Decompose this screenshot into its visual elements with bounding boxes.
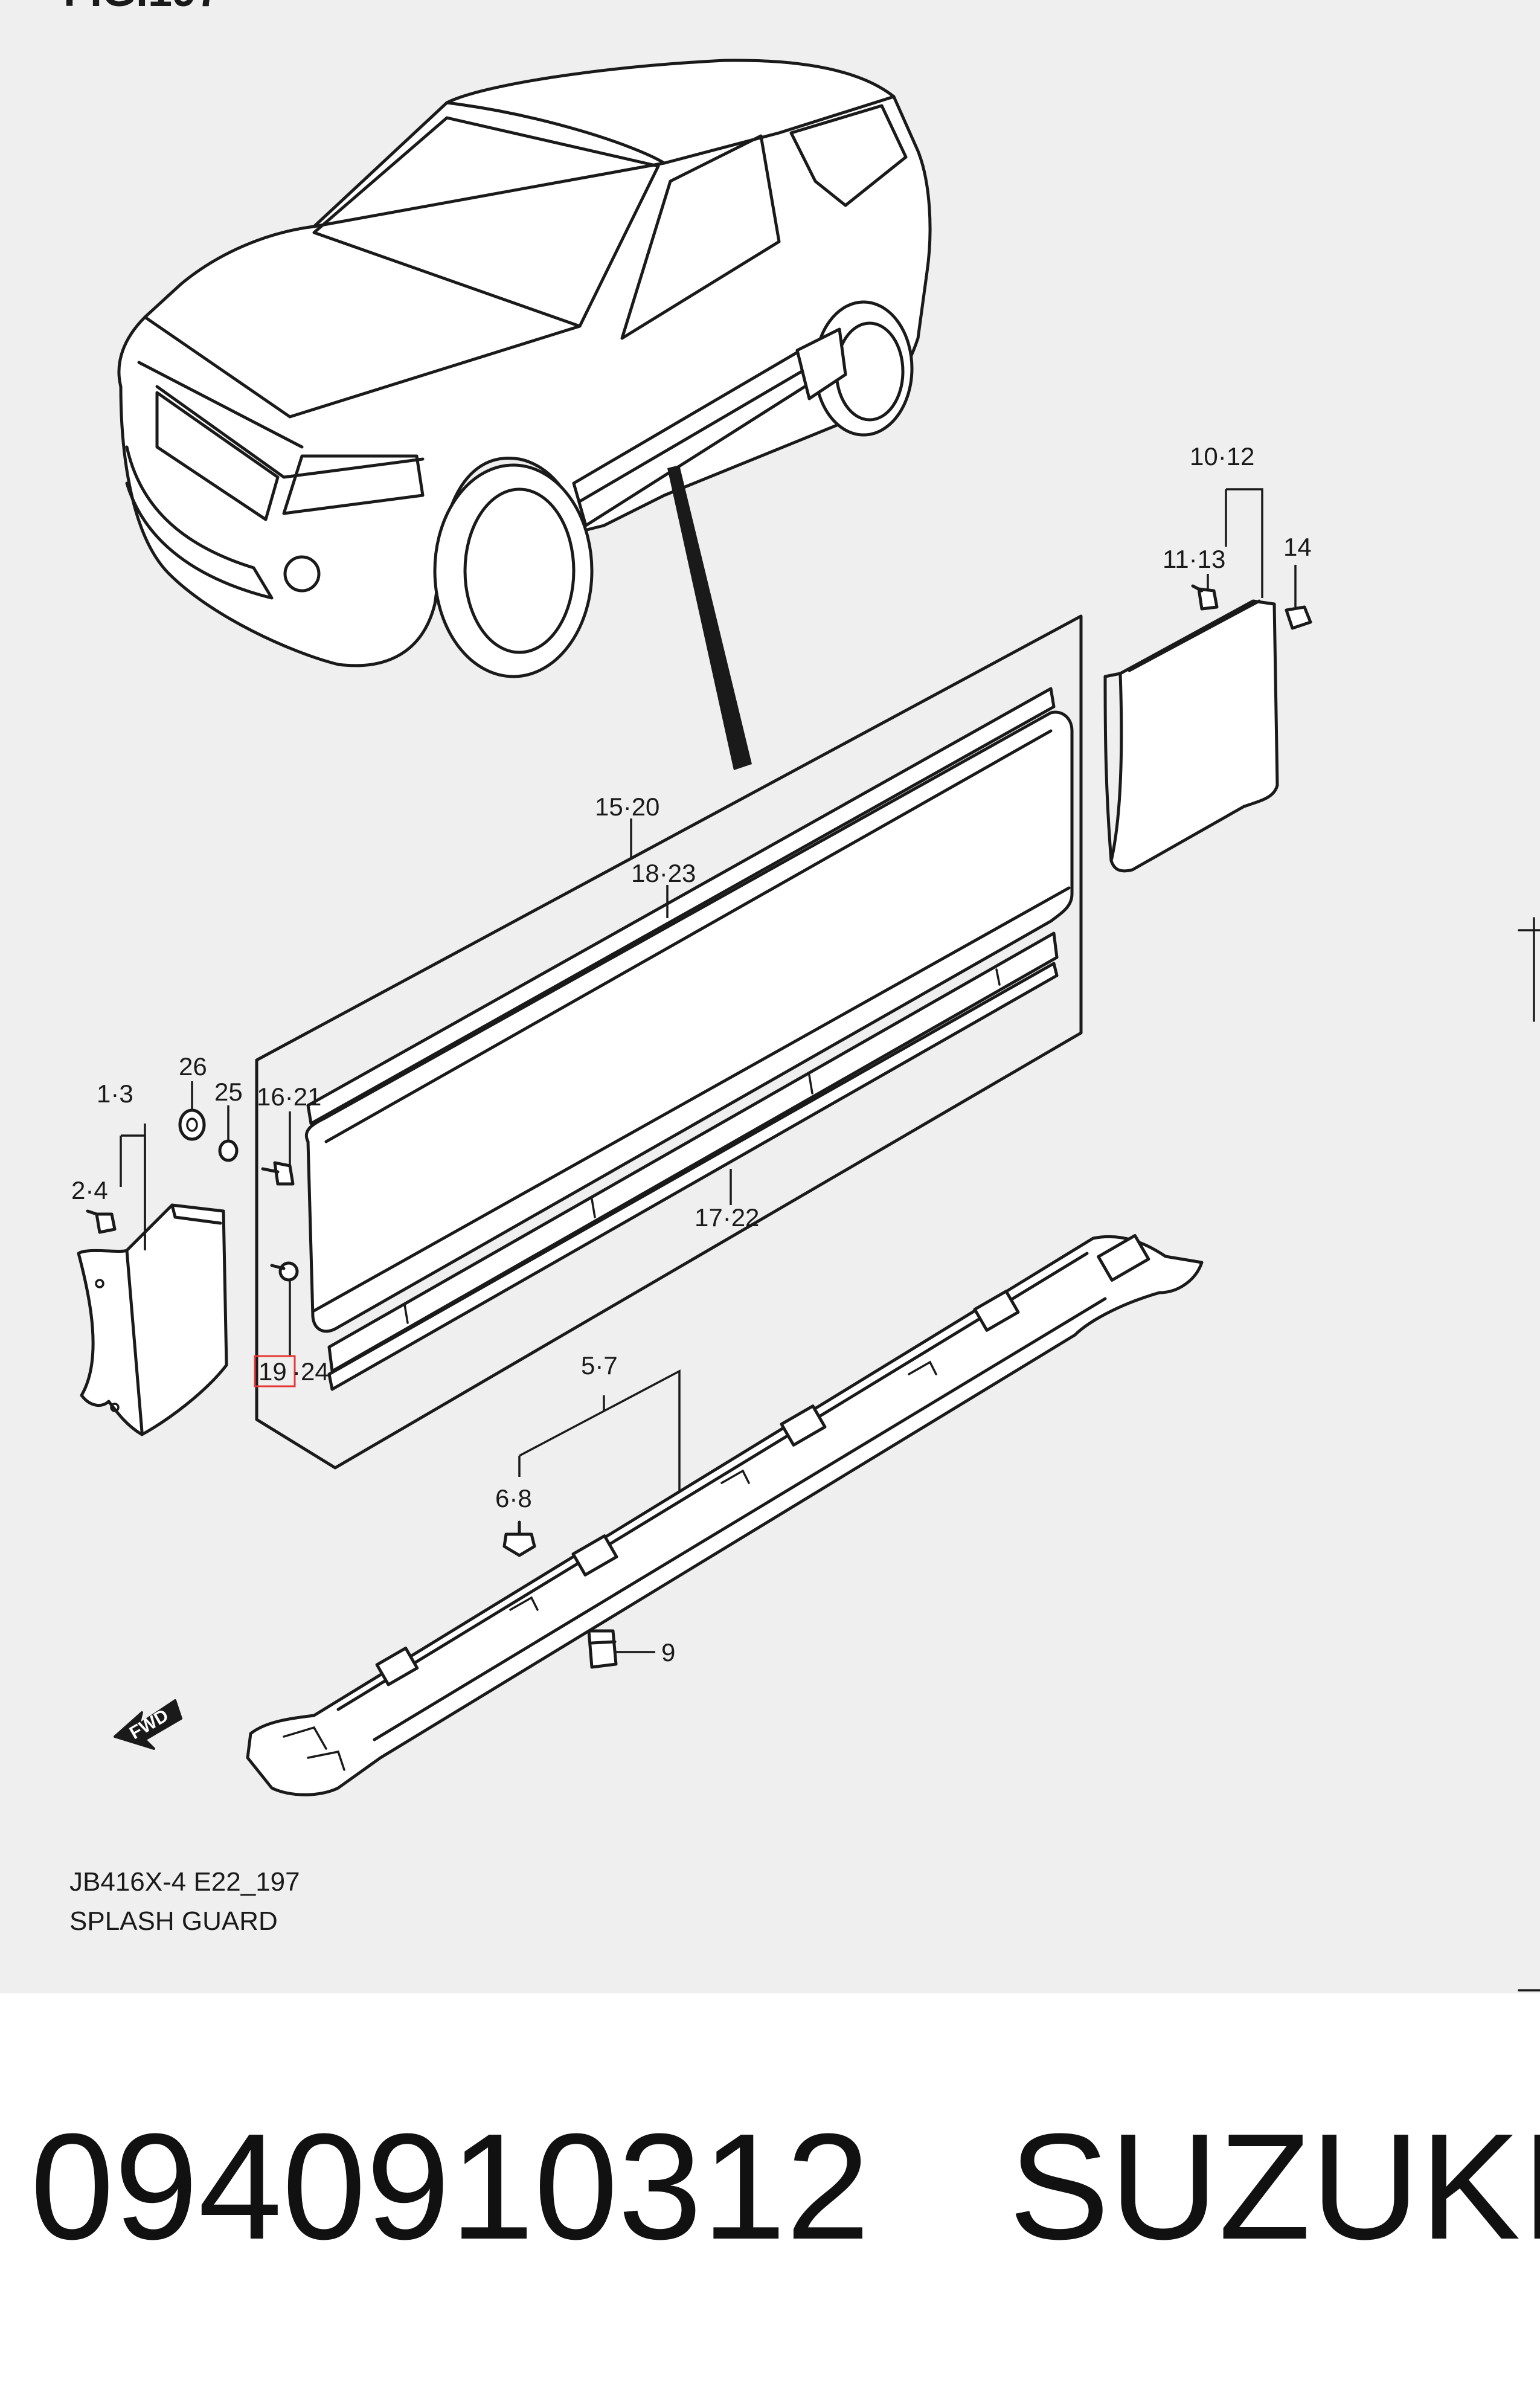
parts-diagram: FIG.197 <box>63 0 1540 1992</box>
clip-16-21 <box>261 1161 295 1186</box>
callout-11-13: 11·13 <box>1163 545 1225 573</box>
lower-sill-guard <box>246 1233 1204 1796</box>
callout-17-22: 17·22 <box>695 1203 759 1232</box>
callout-2-4: 2·4 <box>71 1176 108 1204</box>
callout-25: 25 <box>214 1078 243 1106</box>
callout-18-23: 18·23 <box>631 859 696 887</box>
nut-25 <box>218 1139 239 1162</box>
callout-10-12: 10·12 <box>1190 442 1254 471</box>
diagram-name: SPLASH GUARD <box>69 1906 278 1936</box>
brand-name: SUZUKI <box>1009 2102 1540 2271</box>
callout-15-20: 15·20 <box>595 793 659 821</box>
clip-6-8 <box>502 1520 536 1557</box>
screw-11-13 <box>1191 584 1219 611</box>
rear-splash-guard <box>1103 599 1279 873</box>
nut-9 <box>587 1629 618 1669</box>
callout-14: 14 <box>1283 533 1312 561</box>
washer-26 <box>178 1108 206 1141</box>
callout-19: 19 <box>258 1357 287 1386</box>
clip-14 <box>1285 605 1312 630</box>
fwd-arrow-icon: FWD <box>114 1699 182 1750</box>
callout-26: 26 <box>179 1052 207 1081</box>
callout-5-7: 5·7 <box>581 1351 618 1380</box>
diagram-sheet: FIG.197 <box>0 0 1540 1993</box>
screw-19-24 <box>270 1261 299 1282</box>
highlight-box <box>254 1355 296 1387</box>
callout-6-8: 6·8 <box>495 1484 532 1513</box>
callout-16-21: 16·21 <box>257 1082 321 1111</box>
callout-24: ·24 <box>292 1357 329 1386</box>
side-panel-group <box>255 614 1083 1470</box>
vehicle-outline <box>117 59 932 770</box>
part-number: 0940910312 <box>30 2102 870 2271</box>
callout-9: 9 <box>661 1638 675 1667</box>
front-splash-guard <box>77 1203 228 1436</box>
diagram-code: JB416X-4 E22_197 <box>69 1867 300 1897</box>
callout-1-3: 1·3 <box>97 1079 133 1108</box>
screw-2-4 <box>86 1209 117 1234</box>
listing-banner: 0940910312 SUZUKI <box>30 2096 1540 2277</box>
figure-title: FIG.197 <box>63 0 220 16</box>
leader-lines <box>120 488 1297 1653</box>
